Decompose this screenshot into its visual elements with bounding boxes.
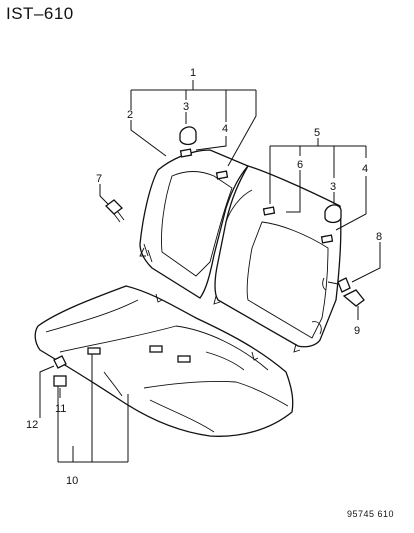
headrest-guide-right-b (320, 234, 334, 244)
headrest-guide-left-a (179, 148, 193, 158)
callout-6: 6 (297, 159, 303, 171)
callout-2: 2 (127, 109, 133, 121)
seat-back-right (214, 165, 342, 348)
seat-back-left (139, 149, 250, 299)
callout-8: 8 (376, 231, 382, 243)
callout-3a: 3 (183, 101, 189, 113)
clip-9 (342, 289, 365, 307)
cushion-hook-left (155, 293, 163, 303)
callout-9: 9 (354, 325, 360, 337)
bolt-8 (322, 277, 351, 293)
headrest-guide-left-b (215, 170, 229, 180)
callout-1: 1 (190, 67, 196, 79)
page-code: IST–610 (6, 4, 74, 23)
cushion-hook-right (251, 351, 259, 361)
callout-4b: 4 (362, 163, 368, 175)
seat-cushion (34, 285, 294, 437)
latch-11 (53, 375, 67, 387)
callout-4a: 4 (222, 123, 228, 135)
headrest-cap-right (324, 204, 342, 224)
callout-7: 7 (96, 173, 102, 185)
cushion-tab-a (87, 347, 101, 355)
callout-10: 10 (66, 475, 78, 487)
cushion-tab-b (149, 345, 163, 353)
diagram-code: 95745 610 (346, 509, 394, 519)
callout-5: 5 (314, 127, 320, 139)
seat-back-hook-center (213, 295, 221, 305)
headrest-cap-left (179, 126, 197, 146)
seat-back-hook-right (293, 343, 301, 353)
seat-back-hook-left (139, 247, 146, 257)
bolt-7 (105, 199, 125, 223)
headrest-guide-right-a (262, 206, 276, 216)
retainer-12 (53, 355, 67, 369)
callout-3b: 3 (330, 181, 336, 193)
callout-11: 11 (55, 403, 66, 415)
callout-12: 12 (26, 419, 38, 431)
cushion-tab-c (177, 355, 191, 363)
